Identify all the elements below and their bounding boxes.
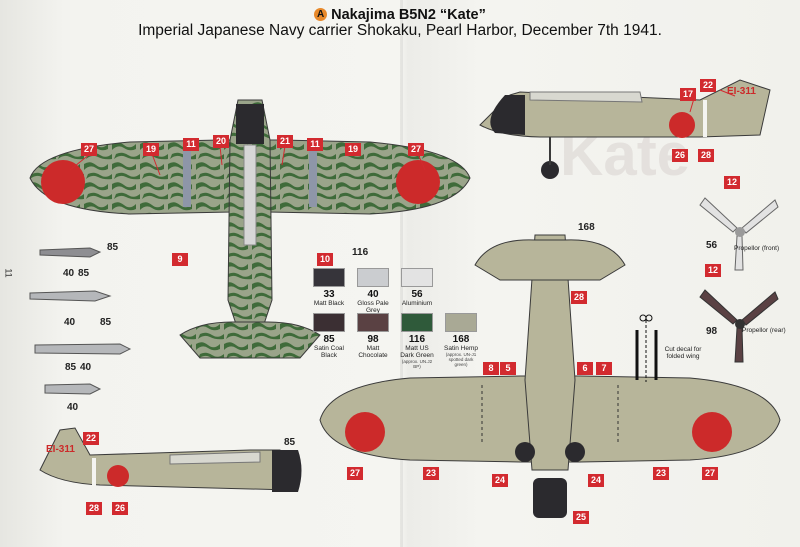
scheme-title-text: Nakajima B5N2 “Kate” [331,6,486,23]
side-view-left [39,427,302,492]
callout-24: 24 [588,474,604,487]
callout-11: 11 [183,138,199,151]
swatch-98: 98 Matt Chocolate [355,313,391,359]
cut-decal-icon [635,314,658,382]
swatch-color [401,268,433,287]
swatch-color [357,313,389,332]
callout-leaders [69,89,736,176]
swatch-name: Gloss Pale Grey [357,300,389,314]
swatch-code: 40 [367,289,379,300]
callout-21: 21 [277,135,293,148]
swatch-name: Matt Chocolate [358,345,388,359]
paint-ref-85: 85 [107,242,119,253]
callout-27: 27 [81,143,97,156]
swatch-code: 168 [452,334,470,345]
callout-22: 22 [700,79,716,92]
callout-23: 23 [653,467,669,480]
scheme-subtitle: Imperial Japanese Navy carrier Shokaku, … [138,22,662,39]
swatch-note: (approx. UN.J2 BP) [401,359,433,369]
callout-25: 25 [573,511,589,524]
paint-ref-116: 116 [352,247,369,258]
callout-9: 9 [172,253,188,266]
swatch-name: Matt Black [313,300,345,307]
paint-ref-98: 98 [706,326,718,337]
swatch-color [357,268,389,287]
swatch-code: 98 [367,334,379,345]
callout-17: 17 [680,88,696,101]
propeller-rear-label: Propellor (rear) [742,327,786,334]
swatch-color [313,313,345,332]
callout-28: 28 [86,502,102,515]
callout-24: 24 [492,474,508,487]
swatch-note: (approx. UN-J1 spotted dark green) [445,352,477,367]
callout-26: 26 [112,502,128,515]
scheme-badge: A [314,8,328,21]
swatch-168: 168 Satin Hemp (approx. UN-J1 spotted da… [443,313,479,367]
propeller-front-label: Propellor (front) [734,245,780,252]
paint-ref-85: 85 [78,268,90,279]
callout-26: 26 [672,149,688,162]
swatch-code: 116 [408,334,426,345]
callout-19: 19 [345,143,361,156]
swatch-56: 56 Aluminium [399,268,435,307]
tail-code-right: EI-311 [727,86,756,97]
swatch-code: 33 [323,289,335,300]
callout-27: 27 [702,467,718,480]
callout-8: 8 [483,362,499,375]
swatch-color [401,313,433,332]
callout-10: 10 [317,253,333,266]
swatch-color [313,268,345,287]
swatch-color [445,313,477,332]
callout-28: 28 [698,149,714,162]
paint-ref-40: 40 [67,402,79,413]
top-view-aircraft [29,99,471,359]
callout-27: 27 [347,467,363,480]
callout-27: 27 [408,143,424,156]
tail-code-left: EI-311 [46,444,75,455]
underside-view [319,234,781,518]
title-row: A Nakajima B5N2 “Kate” [0,4,800,23]
swatch-85: 85 Satin Coal Black [311,313,347,359]
callout-11: 11 [307,138,323,151]
paint-ref-40: 40 [63,268,75,279]
paint-ref-40: 40 [64,317,76,328]
callout-7: 7 [596,362,612,375]
callout-12: 12 [724,176,740,189]
paint-ref-168: 168 [578,222,595,233]
swatch-code: 56 [411,289,423,300]
paint-ref-40: 40 [80,362,92,373]
paint-ref-85: 85 [65,362,77,373]
scheme-title: A Nakajima B5N2 “Kate” [314,7,486,23]
swatch-name: Aluminium [401,300,433,307]
swatch-code: 85 [323,334,335,345]
swatch-name: Satin Coal Black [314,345,344,359]
side-view-right [479,79,771,179]
callout-6: 6 [577,362,593,375]
callout-20: 20 [213,135,229,148]
swatch-name: Satin Hemp [444,345,478,352]
callout-19: 19 [143,143,159,156]
callout-5: 5 [500,362,516,375]
swatch-33: 33 Matt Black [311,268,347,307]
callout-22: 22 [83,432,99,445]
paint-ref-56: 56 [706,240,718,251]
swatch-40: 40 Gloss Pale Grey [355,268,391,314]
swatch-name: Matt US Dark Green [400,345,434,359]
ordnance-views [29,247,132,395]
callout-23: 23 [423,467,439,480]
swatch-116: 116 Matt US Dark Green (approx. UN.J2 BP… [399,313,435,369]
paint-ref-85: 85 [284,437,296,448]
propeller-views [699,197,779,363]
cut-decal-note: Cut decal for folded wing [664,346,702,360]
paint-ref-85: 85 [100,317,112,328]
callout-28: 28 [571,291,587,304]
callout-12: 12 [705,264,721,277]
